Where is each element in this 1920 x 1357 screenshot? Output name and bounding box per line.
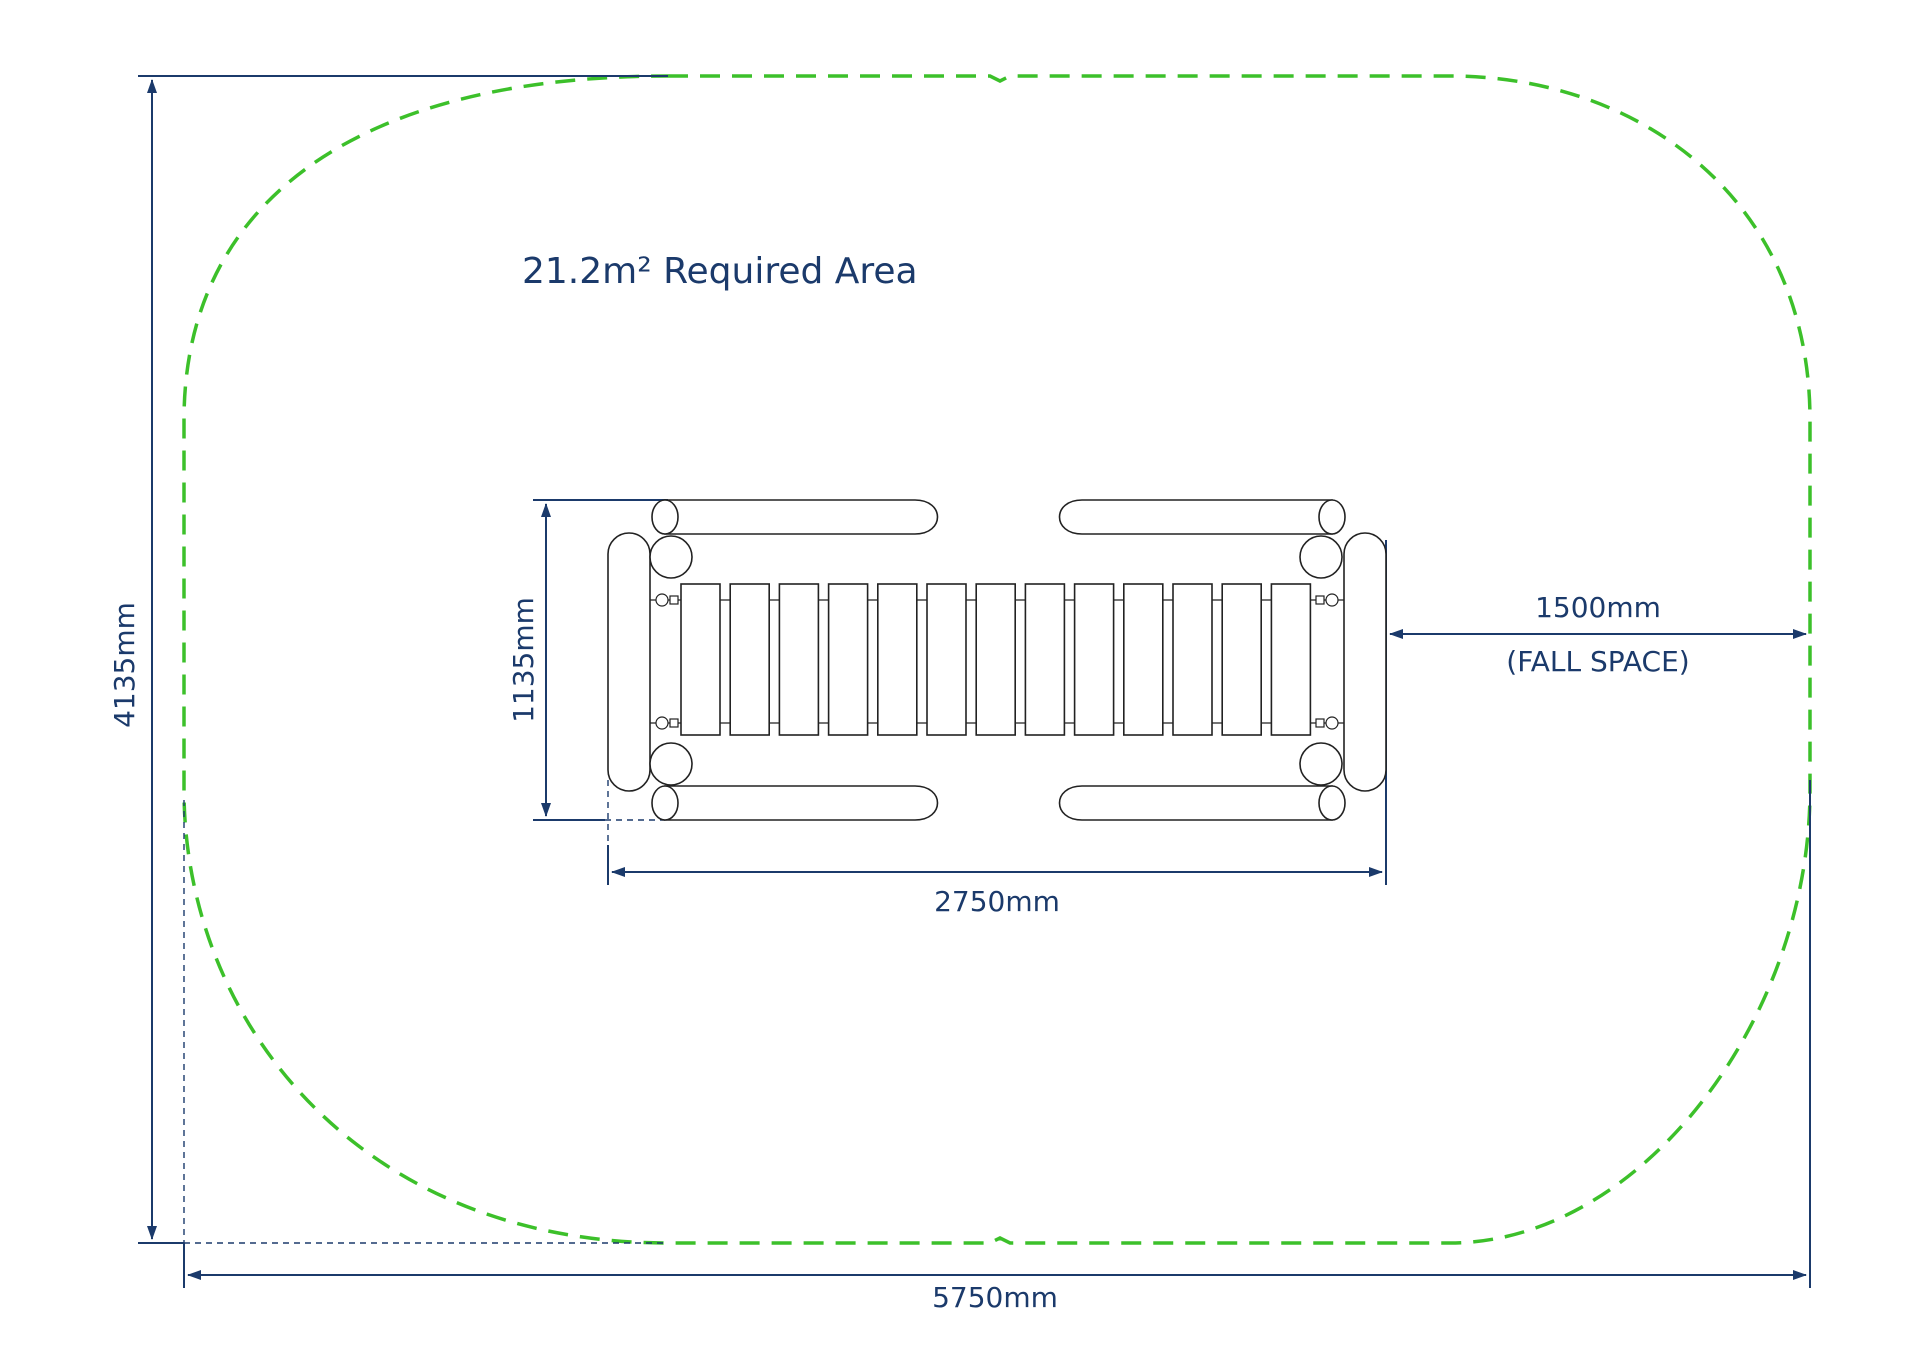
top-right-log xyxy=(1058,499,1333,535)
bridge-plank xyxy=(778,583,820,736)
shackle-bottom-left xyxy=(655,716,679,730)
overall-width-label: 5750mm xyxy=(932,1281,1058,1314)
bridge-plank xyxy=(1073,583,1115,736)
bottom-right-log xyxy=(1058,785,1333,821)
bottom-left-log xyxy=(664,785,939,821)
top-left-log xyxy=(664,499,939,535)
bottom-left-log-end xyxy=(651,785,679,821)
post-top-left xyxy=(649,535,693,579)
right-end-post xyxy=(1343,532,1387,792)
shackle-top-left xyxy=(655,593,679,607)
post-bottom-right xyxy=(1299,742,1343,786)
top-right-log-end xyxy=(1318,499,1346,535)
bridge-planks xyxy=(680,583,1312,736)
post-bottom-left xyxy=(649,742,693,786)
fall-space-value: 1500mm xyxy=(1535,591,1661,624)
bridge-plank xyxy=(1270,583,1312,736)
post-top-right xyxy=(1299,535,1343,579)
equipment-depth-label: 1135mm xyxy=(507,597,540,723)
fall-space-label: (FALL SPACE) xyxy=(1506,645,1689,678)
top-left-log-end xyxy=(651,499,679,535)
shackle-bottom-right xyxy=(1315,716,1339,730)
left-end-post xyxy=(607,532,651,792)
bridge-plank xyxy=(827,583,869,736)
bridge-plank xyxy=(876,583,918,736)
bottom-right-log-end xyxy=(1318,785,1346,821)
equipment-plan xyxy=(607,499,1387,821)
bridge-plank xyxy=(926,583,967,736)
bridge-plank xyxy=(975,583,1017,736)
bridge-plank xyxy=(1123,583,1164,736)
bridge-plank xyxy=(1172,583,1213,736)
overall-height-label: 4135mm xyxy=(108,602,141,728)
bridge-plank xyxy=(729,583,771,736)
fall-zone-outline xyxy=(182,74,1812,1245)
bridge-plank xyxy=(1024,583,1066,736)
bridge-plank xyxy=(680,583,721,736)
shackle-top-right xyxy=(1315,593,1339,607)
area-label: 21.2m² Required Area xyxy=(522,251,918,292)
bridge-plank xyxy=(1221,583,1262,736)
equipment-length-label: 2750mm xyxy=(934,885,1060,918)
